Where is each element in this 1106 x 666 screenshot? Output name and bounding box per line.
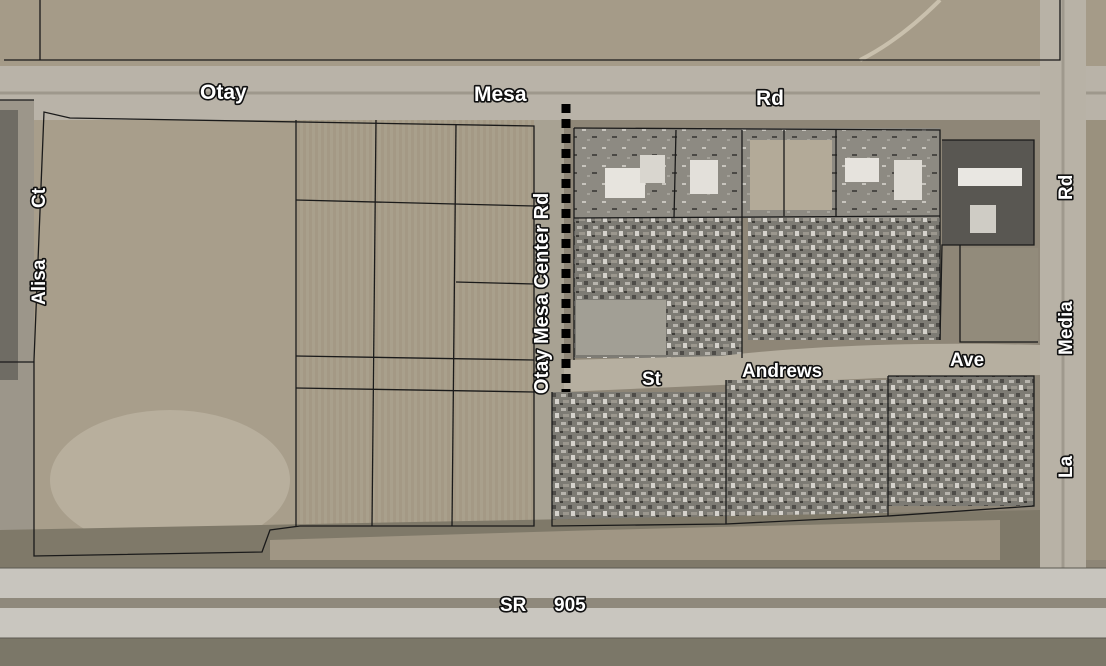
sr-905-north-lanes	[0, 568, 1106, 598]
parcel-boundaries	[0, 0, 1061, 557]
salvage-yard-sc	[726, 380, 888, 518]
bare-lot-south	[576, 300, 666, 355]
building-2	[640, 155, 665, 183]
label-rd-la-media: Rd	[1056, 175, 1077, 200]
gas-station-canopy	[958, 168, 1022, 186]
sr-905-south-lanes	[0, 608, 1106, 638]
label-mesa: Mesa	[474, 83, 527, 106]
field-parcels	[296, 120, 534, 526]
label-sr: SR	[500, 595, 527, 616]
salvage-yard-ne	[748, 218, 940, 340]
building-5	[845, 158, 879, 182]
field-north	[0, 0, 1106, 66]
label-ct: Ct	[29, 187, 50, 208]
vacant-lot-east	[960, 248, 1038, 342]
salvage-yard-se	[888, 376, 1034, 506]
south-edge	[0, 638, 1106, 666]
trail-north	[859, 0, 942, 62]
south-embankment-dirt	[270, 520, 1000, 560]
label-andrews: Andrews	[742, 361, 822, 382]
salvage-yard-sw	[552, 392, 726, 524]
field-west-light-patch	[50, 410, 290, 550]
building-3	[690, 160, 718, 194]
sr-905-median	[0, 598, 1106, 608]
label-la: La	[1056, 455, 1077, 478]
gas-station-store	[970, 205, 996, 233]
building-1	[605, 168, 645, 198]
label-otay-mesa-center-rd: Otay Mesa Center Rd	[531, 193, 553, 394]
building-4	[750, 140, 832, 210]
label-ave: Ave	[950, 350, 984, 371]
label-st: St	[642, 369, 662, 390]
label-media: Media	[1056, 301, 1077, 355]
left-development	[0, 110, 18, 380]
east-field	[1086, 120, 1106, 560]
st-andrews-ave-surface	[564, 343, 1040, 392]
building-6	[894, 160, 922, 200]
label-rd-otay-mesa: Rd	[756, 87, 784, 110]
label-905: 905	[554, 595, 586, 616]
label-otay: Otay	[200, 81, 247, 104]
label-alisa: Alisa	[29, 259, 50, 305]
